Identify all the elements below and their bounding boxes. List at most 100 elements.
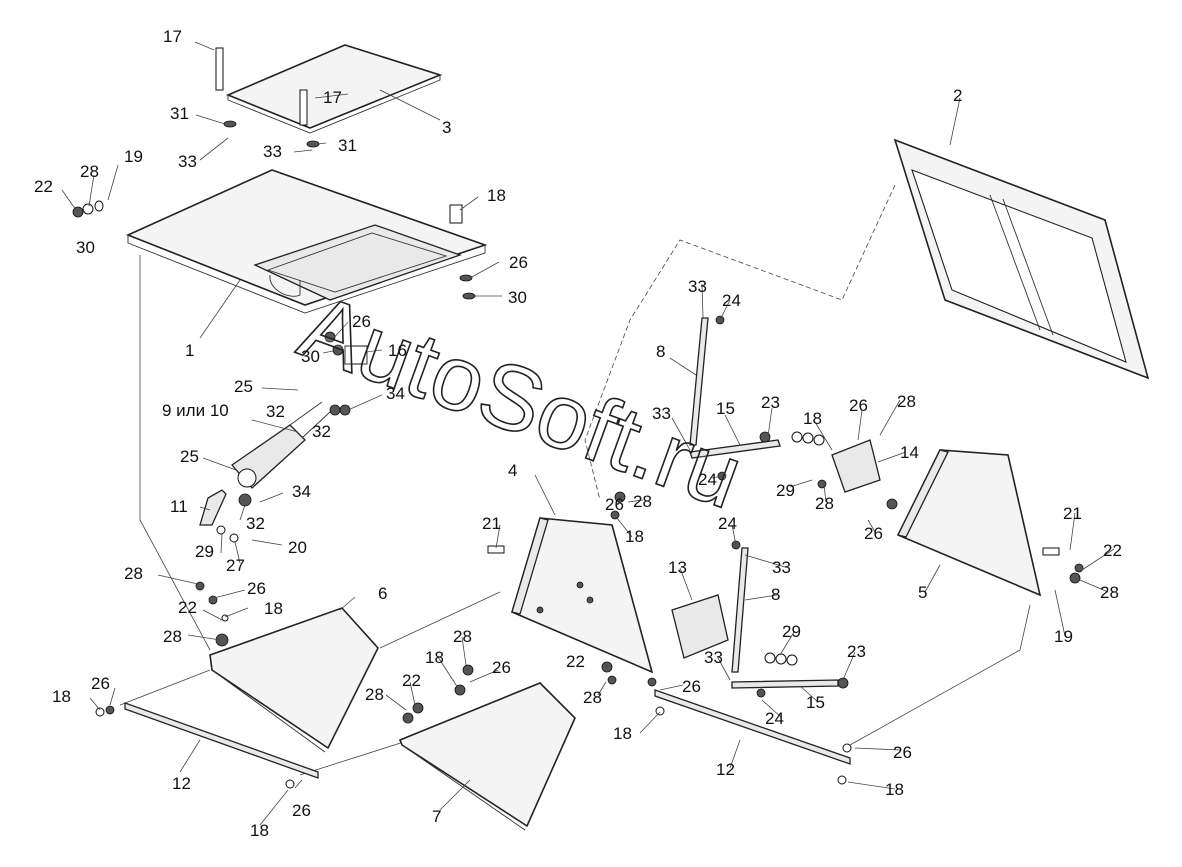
part-4-panel [511,517,654,674]
callout-22: 22 [402,671,421,690]
callout-17: 17 [163,27,182,46]
callout-30: 30 [301,347,320,366]
callout-26: 26 [849,396,868,415]
callout-19: 19 [124,147,143,166]
callout-8: 8 [771,585,780,604]
callout-23: 23 [761,393,780,412]
callout-21: 21 [482,514,501,533]
callout-14: 14 [900,443,919,462]
callout-21: 21 [1063,504,1082,523]
callout-18: 18 [625,527,644,546]
callout-31: 31 [170,104,189,123]
callout-24: 24 [718,514,737,533]
callout-26: 26 [509,253,528,272]
callout-28: 28 [124,564,143,583]
callout-26: 26 [893,743,912,762]
callout-1: 1 [185,341,194,360]
callout-24: 24 [722,291,741,310]
callout-28: 28 [583,688,602,707]
callout-29: 29 [195,542,214,561]
callout-32: 32 [246,514,265,533]
part-1-top-panel [125,169,488,314]
callout-33: 33 [263,142,282,161]
part-14-plate [831,439,881,493]
callout-18: 18 [803,409,822,428]
part-8-strut-upper [689,317,709,446]
part-9-10-actuator [231,401,331,489]
callout-33: 33 [772,558,791,577]
bolt-17-right [299,89,308,126]
callout-6: 6 [378,584,387,603]
part-3-lid [225,44,443,134]
bolt-17-left [215,47,224,91]
callout-33: 33 [704,648,723,667]
callout-34: 34 [386,384,405,403]
callout-26: 26 [352,312,371,331]
callout-28: 28 [453,627,472,646]
callout-18: 18 [613,724,632,743]
callout-20: 20 [288,538,307,557]
callout-11: 11 [170,497,188,516]
callout-28: 28 [815,494,834,513]
part-5-panel [896,449,1042,597]
callout-17: 17 [323,88,342,107]
callout-27: 27 [226,556,245,575]
callout-13: 13 [668,558,687,577]
callout-33: 33 [178,152,197,171]
callout-3: 3 [442,118,451,137]
part-11-bracket [199,489,227,526]
callout-7: 7 [432,807,441,826]
callout-15: 15 [716,399,735,418]
callout-33: 33 [652,404,671,423]
callout-15: 15 [806,693,825,712]
callout-24: 24 [765,709,784,728]
callout-16: 16 [388,341,407,360]
callout-24: 24 [698,470,717,489]
callout-32: 32 [266,402,285,421]
callout-18: 18 [425,648,444,667]
callout-18: 18 [250,821,269,840]
callout-labels: 17 17 3 31 31 33 33 19 28 22 30 18 26 30… [34,27,1122,840]
callout-28: 28 [80,162,99,181]
callout-28: 28 [365,685,384,704]
assembly-dashed-line-2 [119,255,1031,776]
callout-2: 2 [953,86,962,105]
callout-26: 26 [605,495,624,514]
callout-26: 26 [91,674,110,693]
callout-29: 29 [782,622,801,641]
callout-22: 22 [1103,541,1122,560]
callout-18: 18 [264,599,283,618]
callout-34: 34 [292,482,311,501]
part-12-rail-left [124,702,319,779]
part-6-side-panel [209,607,379,753]
callout-9-or-10: 9 или 10 [162,401,229,420]
callout-26: 26 [492,658,511,677]
callout-26: 26 [864,524,883,543]
assembly-dashed-line [584,184,896,501]
callout-32: 32 [312,422,331,441]
callout-leaders [61,41,1115,826]
callout-28: 28 [1100,583,1119,602]
part-13-plate [671,594,729,659]
callout-8: 8 [656,342,665,361]
callout-18: 18 [487,186,506,205]
callout-26: 26 [247,579,266,598]
callout-31: 31 [338,136,357,155]
callout-4: 4 [508,461,517,480]
callout-12: 12 [716,760,735,779]
callout-22: 22 [34,177,53,196]
callout-26: 26 [292,801,311,820]
callout-28: 28 [163,627,182,646]
callout-26: 26 [682,677,701,696]
callout-28: 28 [897,392,916,411]
callout-23: 23 [847,642,866,661]
part-7-side-panel [398,682,576,831]
callout-25: 25 [234,377,253,396]
callout-30: 30 [76,238,95,257]
callout-28: 28 [633,492,652,511]
part-15-bar-upper [689,439,781,459]
callout-5: 5 [918,583,927,602]
callout-29: 29 [776,481,795,500]
